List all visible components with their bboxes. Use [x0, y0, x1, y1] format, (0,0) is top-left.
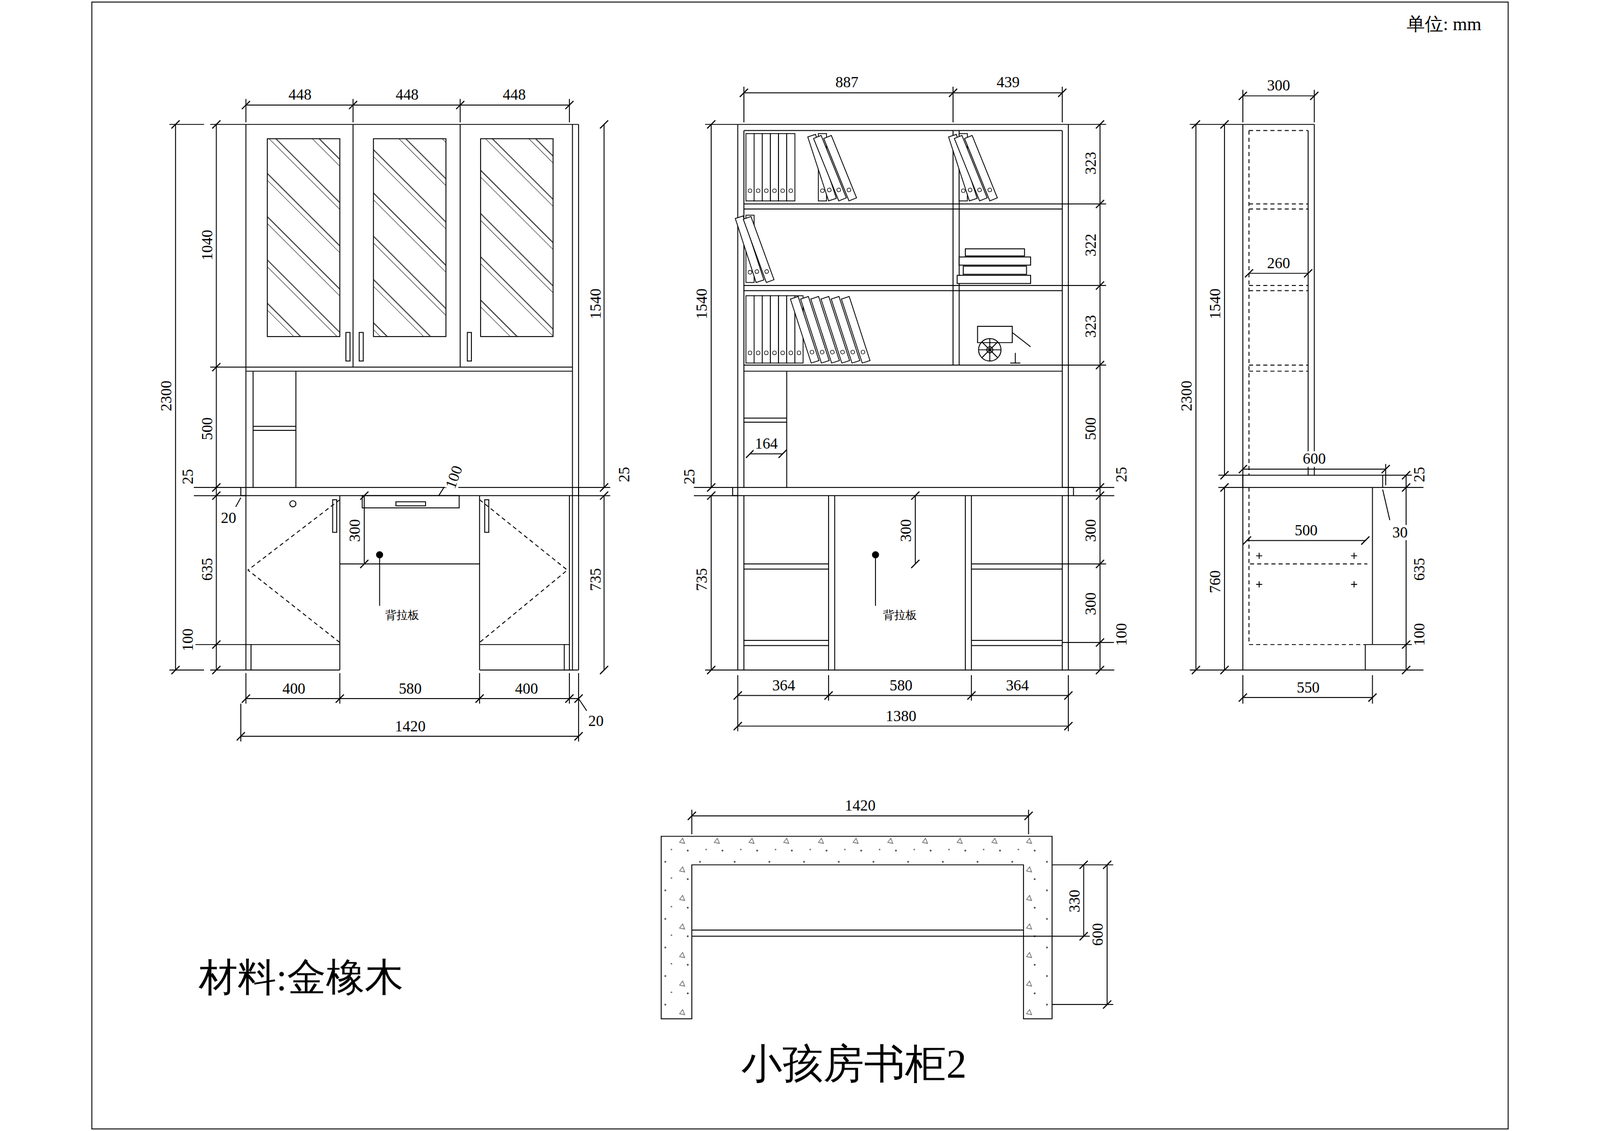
- part-label: 背拉板: [384, 609, 421, 622]
- dimension-label: 2300: [158, 379, 175, 413]
- part-label: 背拉板: [881, 609, 918, 622]
- dimension-label: 300: [347, 518, 363, 544]
- dimension-label: 500: [1083, 415, 1099, 442]
- dimension-label: 1040: [199, 228, 215, 262]
- drawing-caption: 小孩房书柜2: [740, 1044, 968, 1085]
- dimension-label: 400: [281, 680, 307, 697]
- dimension-label: 25: [1113, 465, 1129, 484]
- dimension-label: 1380: [884, 708, 918, 724]
- dimension-label: 580: [397, 680, 423, 697]
- dimension-label: 500: [1293, 523, 1319, 539]
- dimension-label: 439: [995, 74, 1021, 90]
- dimension-label: 448: [287, 87, 313, 103]
- dimension-label: 100: [1113, 622, 1129, 648]
- dimension-label: 20: [219, 510, 238, 526]
- dimension-label: 1420: [393, 718, 427, 734]
- dimension-label: 735: [694, 567, 710, 593]
- dimension-label: 25: [1411, 465, 1428, 484]
- dimension-label: 300: [1083, 518, 1099, 544]
- dimension-label: 20: [587, 713, 605, 729]
- dimension-label: 580: [888, 678, 914, 694]
- dimension-label: 635: [199, 557, 215, 583]
- dimension-label: 323: [1083, 314, 1099, 340]
- dimension-label: 300: [898, 518, 914, 544]
- dimension-label: 735: [588, 567, 604, 593]
- dimension-label: 322: [1083, 232, 1099, 258]
- dimension-label: 100: [179, 627, 196, 653]
- dimension-label: 448: [501, 87, 527, 103]
- dimension-label: 25: [682, 467, 698, 485]
- dimension-label: 1420: [843, 798, 877, 814]
- dimension-label: 30: [1391, 525, 1409, 541]
- dimension-label: 2300: [1179, 379, 1195, 413]
- dimension-label: 364: [770, 678, 797, 694]
- dimension-label: 600: [1090, 922, 1106, 948]
- dimension-label: 1540: [694, 287, 710, 321]
- material-note: 材料:金橡木: [197, 958, 405, 998]
- dimension-label: 330: [1066, 888, 1082, 914]
- dimension-label: 25: [616, 465, 632, 484]
- dimension-label: 448: [394, 87, 420, 103]
- dimension-label: 364: [1004, 678, 1031, 694]
- dimension-label: 760: [1207, 568, 1223, 595]
- dimension-label: 600: [1301, 451, 1327, 467]
- dimension-label: 100: [1411, 622, 1428, 648]
- unit-note: 单位: mm: [1405, 15, 1483, 34]
- dimension-label: 300: [1265, 78, 1292, 94]
- dimension-label: 1540: [1207, 287, 1223, 321]
- dimension-label: 400: [513, 680, 540, 697]
- dimension-label: 164: [753, 436, 779, 452]
- dimension-label: 500: [199, 415, 215, 442]
- dimension-label: 635: [1411, 557, 1428, 583]
- dimension-label: 260: [1265, 255, 1292, 271]
- dimension-label: 300: [1083, 591, 1099, 617]
- dimension-label: 550: [1295, 679, 1321, 695]
- dimension-label: 25: [179, 467, 196, 485]
- dimension-label: 323: [1083, 150, 1099, 177]
- dimension-label: 887: [834, 74, 860, 90]
- dimension-label: 1540: [588, 287, 604, 321]
